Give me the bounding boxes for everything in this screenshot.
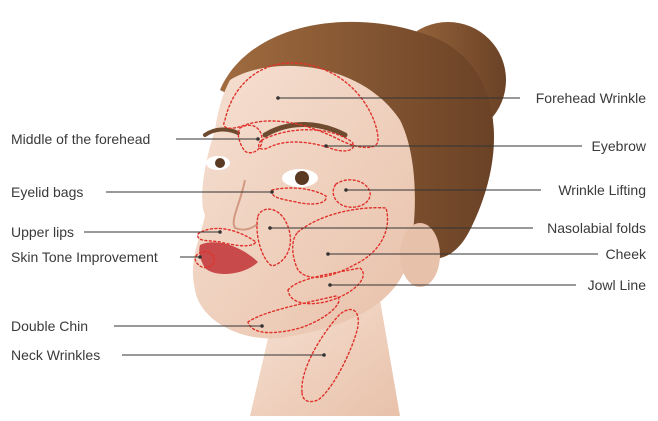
label-cheek: Cheek (606, 246, 646, 262)
label-forehead-wrinkle: Forehead Wrinkle (536, 90, 646, 106)
label-wrinkle-lifting: Wrinkle Lifting (558, 182, 646, 198)
label-double-chin: Double Chin (11, 318, 88, 334)
ear (400, 223, 440, 287)
label-jowl-line: Jowl Line (588, 277, 646, 293)
iris (295, 171, 309, 185)
label-eyebrow: Eyebrow (592, 138, 646, 154)
iris (215, 158, 225, 168)
label-skin-tone: Skin Tone Improvement (11, 249, 158, 265)
label-upper-lips: Upper lips (11, 224, 74, 240)
label-middle-forehead: Middle of the forehead (11, 131, 150, 147)
label-neck-wrinkles: Neck Wrinkles (11, 347, 100, 363)
label-eyelid-bags: Eyelid bags (11, 184, 83, 200)
label-nasolabial-folds: Nasolabial folds (547, 220, 646, 236)
face (193, 66, 415, 339)
